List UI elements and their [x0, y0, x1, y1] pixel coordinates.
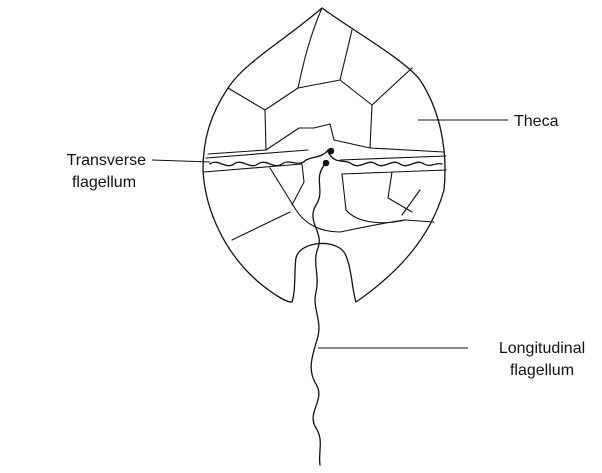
theca-label: Theca: [514, 113, 559, 130]
longitudinal-flagellum: [311, 163, 326, 465]
transverse-flagellum-right: [328, 152, 442, 166]
longitudinal-label-line2: flagellum: [510, 362, 574, 379]
apical-plates: [208, 8, 444, 154]
longitudinal-label-line1: Longitudinal: [499, 340, 585, 357]
transverse-label-line2: flagellum: [72, 174, 136, 191]
hypothecal-plates: [232, 164, 434, 240]
flagellar-pore-dot-1: [328, 148, 335, 155]
transverse-label-line1: Transverse: [67, 152, 147, 169]
transverse-leader: [152, 160, 210, 162]
